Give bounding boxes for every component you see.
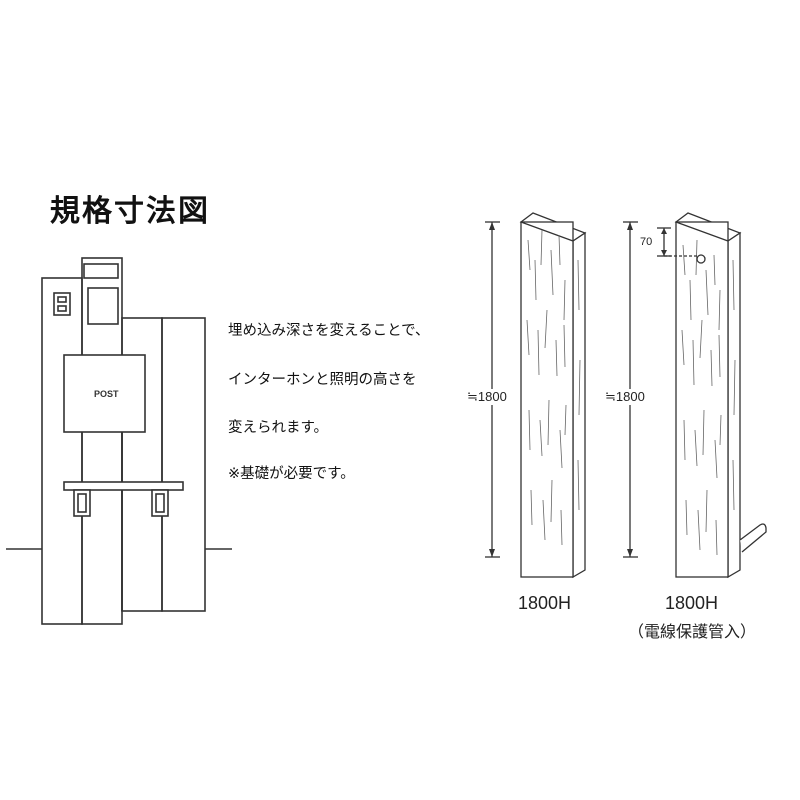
light-window — [87, 287, 119, 325]
description-line-3: 変えられます。 — [228, 420, 329, 436]
post-1800h-conduit — [623, 212, 767, 579]
post-2-name: 1800H — [665, 593, 719, 613]
post-2-height-label: ≒1800 — [605, 389, 645, 405]
shelf — [63, 481, 184, 491]
description-line-1: 埋め込み深さを変えることで、 — [228, 323, 430, 339]
conduit-pipe — [739, 523, 767, 553]
post-1-height-label: ≒1800 — [467, 389, 507, 405]
post-2-caption: （電線保護管入） — [628, 622, 757, 641]
post-board-3 — [161, 317, 206, 612]
wire-hole — [696, 254, 706, 264]
mailbox — [63, 354, 146, 433]
light-fixture — [83, 263, 119, 279]
post-1800h-plain — [485, 212, 587, 579]
description-note: ※基礎が必要です。 — [228, 466, 355, 482]
page-title: 規格寸法図 — [50, 194, 210, 229]
post-2-top-offset-label: 70 — [640, 236, 653, 248]
post-1-name: 1800H — [518, 593, 572, 613]
description-line-2: インターホンと照明の高さを — [228, 372, 417, 388]
intercom — [53, 292, 71, 316]
mailbox-label: POST — [94, 389, 119, 399]
